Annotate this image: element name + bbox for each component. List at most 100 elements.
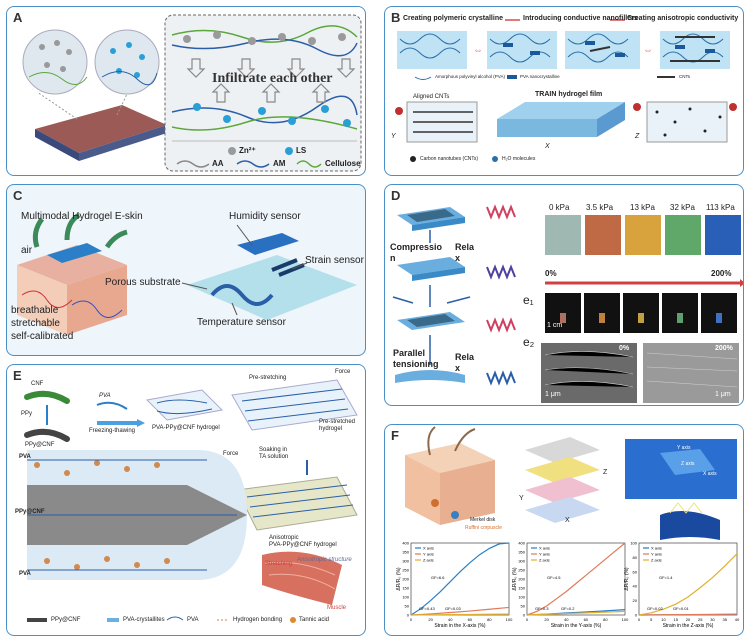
e-legend-tannic: Tannic acid [299,617,330,623]
e1-label: e₁ [523,293,534,307]
gf-annotation: GF=6.6 [431,575,445,580]
e-legend-hbond: Hydrogen bonding [233,617,283,623]
x-tick-label: 20 [686,617,691,622]
pressure-swatch [665,215,701,255]
x-axis-label: Strain in the Y-axis (%) [551,623,602,629]
relax-label-1: Rela x [455,242,475,263]
legend-ls: LS [296,146,307,155]
x-tick-label: 30 [710,617,715,622]
f-stack-z: Z [603,469,608,476]
y-tick-label: 250 [518,568,525,573]
c-stretchable: stretchable [11,318,60,329]
f-merkel: Merkel disk [470,517,496,523]
series-line [410,542,510,616]
e-hydrogel1: PVA-PPy@CNF hydrogel [152,425,220,431]
y-tick-label: 0 [523,613,526,618]
step-2: Introducing conductive nanofillers [523,15,638,22]
pressure-2: 13 kPa [630,203,655,212]
y-tick-label: 400 [518,541,525,546]
x-tick-label: 80 [603,617,608,622]
e-side-pva-bottom: PVA [19,571,31,577]
y-axis-label: ΔR/R₀ (%) [396,567,402,591]
x-tick-label: 40 [448,617,453,622]
c-title: Multimodal Hydrogel E-skin [21,211,143,222]
gf-annotation: GF=4.5 [547,575,561,580]
y-tick-label: 150 [402,586,409,591]
panel-label: F [391,428,399,443]
panel-a: A Infiltrate each other Zn²⁺ LS AA AM Ce… [6,6,366,176]
panel-c-illustration [17,212,357,335]
porous-substrate: Porous substrate [105,277,181,288]
legend-zn: Zn²⁺ [239,146,256,155]
gf-annotation: GF=0.03 [445,606,461,611]
strain-sensor: Strain sensor [305,255,364,266]
plot-frame [526,542,626,616]
x-tick-label: 0 [410,617,413,622]
c-breathable: breathable [11,305,59,316]
pressure-swatch [585,215,621,255]
sem-left-label: 0% [619,345,630,352]
axis-y: Y [391,133,396,140]
legend-aa: AA [212,159,224,168]
panel-d: D Compressio n Rela x Parallel tensionin… [384,184,744,406]
sem-scale-right: 1 μm [715,391,731,398]
panel-e: E CNF PPy PPy@CNF PVA Freezing-thawing P… [6,364,366,636]
relax-label-2: Rela x [455,352,475,373]
pressure-swatch [705,215,741,255]
legend-entry: Y axis [539,552,550,557]
y-axis-label: ΔR/R₀ (%) [624,567,630,591]
legend-entry: X axis [539,546,550,551]
y-tick-label: 0 [635,613,638,618]
infiltrate-text: Infiltrate each other [212,71,333,86]
legend-cellulose: Cellulose [325,159,361,168]
sem-scale-left: 1 μm [545,391,561,398]
y-tick-label: 20 [633,598,638,603]
legend-entry: Y axis [651,552,662,557]
gf-annotation: GF=0.02 [647,606,663,611]
e-ppy-cnf: PPy@CNF [25,442,55,448]
x-tick-label: 60 [468,617,473,622]
y-tick-label: 300 [402,559,409,564]
x-tick-label: 100 [506,617,513,622]
e-side-pva-top: PVA [19,454,31,460]
x-tick-label: 20 [428,617,433,622]
step-3: Creating anisotropic conductivity [627,15,739,22]
panel-c: C Multimodal Hydrogel E-skin air breatha… [6,184,366,356]
compression-label: Compressio n [390,242,443,263]
y-tick-label: 100 [630,541,637,546]
svg-text:⇔: ⇔ [643,45,653,56]
gf-annotation: GF=1.4 [659,575,673,580]
e-legend-crystallites: PVA-crystallites [123,617,165,623]
x-tick-label: 40 [735,617,740,622]
humidity-sensor: Humidity sensor [229,211,301,222]
aligned-cnts: Aligned CNTs [413,94,450,100]
series-line [638,553,738,616]
y-tick-label: 300 [518,559,525,564]
legend-am: AM [273,159,286,168]
x-tick-label: 35 [723,617,728,622]
y-tick-label: 200 [518,577,525,582]
series-line [410,606,510,616]
panel-e-illustration [24,379,358,623]
gf-annotation: GF=0.2 [561,606,575,611]
legend-carbon-nanotubes: Carbon nanotubes (CNTs) [420,156,479,162]
x-tick-label: 10 [661,617,666,622]
x-axis-label: Strain in the X-axis (%) [434,623,485,629]
legend-nanocrystalline: PVA nanocrystalline [520,74,560,79]
e-prestretched: Pre-stretched hydrogel [319,419,356,432]
y-tick-label: 100 [518,595,525,600]
c-self-calibrated: self-calibrated [11,331,74,342]
c-air: air [21,245,33,256]
y-tick-label: 50 [521,604,526,609]
legend-amorphous: Amorphous polyvinyl alcohol (PVA) [435,74,505,79]
y-tick-label: 60 [633,569,638,574]
e-aniso-structure: Anisotropic structure [297,557,352,563]
strain-end: 200% [711,269,732,278]
x-axis-label: Strain in the Z-axis (%) [663,623,714,629]
e-stretching: Stretching [265,561,293,567]
gf-annotation: GF=0.43 [419,606,435,611]
panel-d-illustration [392,204,743,403]
pressure-swatch [625,215,661,255]
e-side-ppy: PPy@CNF [15,509,45,515]
